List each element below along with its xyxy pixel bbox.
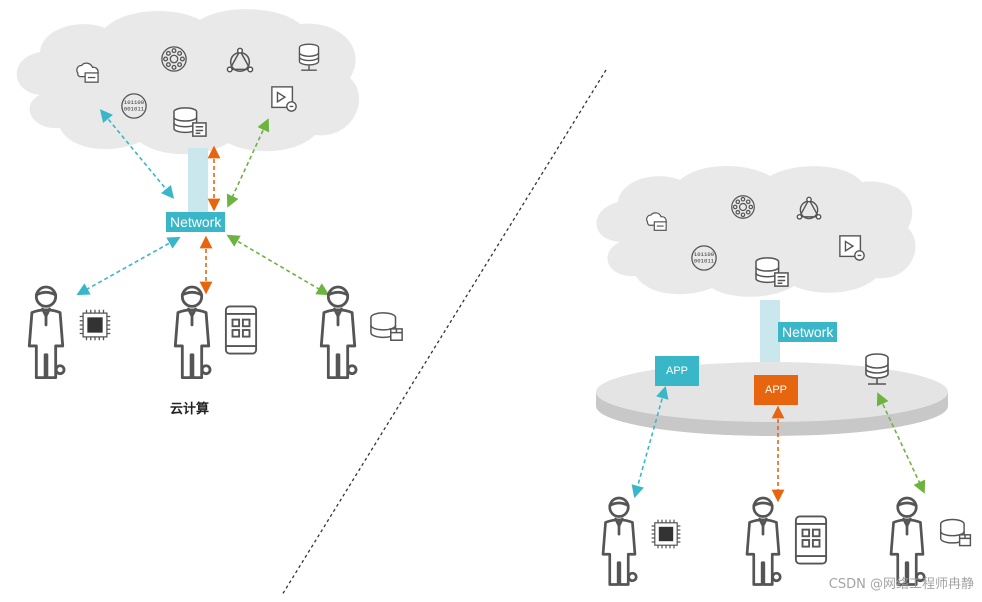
app-box-teal: APP — [655, 356, 699, 386]
right-cloud — [596, 165, 916, 297]
left-network-label: Network — [166, 212, 226, 232]
divider-line — [281, 69, 607, 596]
user-figure-icon — [889, 496, 926, 587]
user-figure-icon — [601, 496, 638, 587]
box-tool-icon — [839, 235, 865, 261]
right-network-pillar — [760, 300, 780, 362]
app-box-orange: APP — [754, 375, 798, 405]
chip-icon — [79, 309, 111, 341]
storage-icon — [939, 518, 972, 547]
user-figure-icon — [319, 285, 358, 380]
watermark: CSDN @网络工程师冉静 — [828, 577, 974, 592]
left-connections — [76, 109, 330, 296]
user-figure-icon — [745, 496, 782, 587]
box-tool-icon — [271, 86, 297, 112]
right-connections — [631, 385, 926, 503]
tablet-icon — [224, 305, 258, 355]
user-figure-icon — [173, 285, 212, 380]
chip-icon — [650, 518, 682, 550]
left-caption: 云计算 — [170, 402, 210, 417]
user-figure-icon — [27, 285, 66, 380]
left-users — [27, 285, 403, 380]
tablet-icon — [794, 515, 828, 565]
left-network-pillar — [188, 148, 208, 214]
right-network-label: Network — [778, 322, 838, 342]
storage-icon — [370, 312, 403, 341]
right-users — [601, 496, 972, 587]
